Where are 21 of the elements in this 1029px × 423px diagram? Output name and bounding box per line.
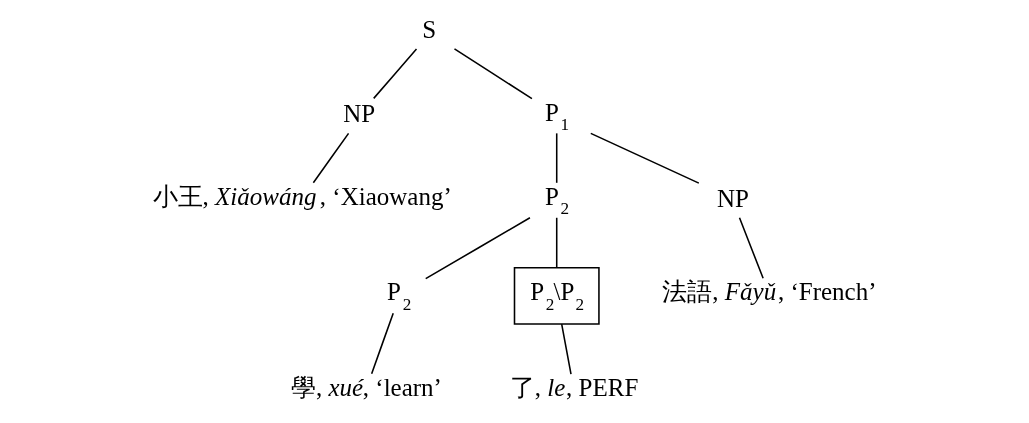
- node-text: NP: [717, 184, 749, 212]
- node-text: S: [422, 15, 437, 43]
- node-box: P$_{2}$\P$_{2}$: [513, 267, 600, 325]
- node-text: NP: [343, 100, 376, 128]
- node-text: 學, xué, ‘learn’: [290, 373, 442, 401]
- connector: [555, 132, 558, 184]
- node-text: 法語, Fǎyǔ, ‘French’: [662, 278, 877, 306]
- connector: [555, 217, 558, 269]
- node-text: P$_{1}$: [544, 98, 570, 134]
- node-text: 小王, Xiǎowáng, ‘Xiaowang’: [152, 182, 452, 210]
- node-text: 了, le, PERF: [509, 373, 639, 401]
- connector: [738, 217, 764, 280]
- connector: [372, 48, 418, 100]
- connector: [424, 217, 531, 280]
- connector: [453, 48, 533, 100]
- connector: [370, 312, 394, 375]
- connector: [312, 132, 350, 184]
- node-text: P$_{2}$: [387, 278, 412, 314]
- connector: [560, 323, 572, 375]
- connector: [590, 132, 700, 184]
- node-text: P$_{2}$: [544, 182, 570, 219]
